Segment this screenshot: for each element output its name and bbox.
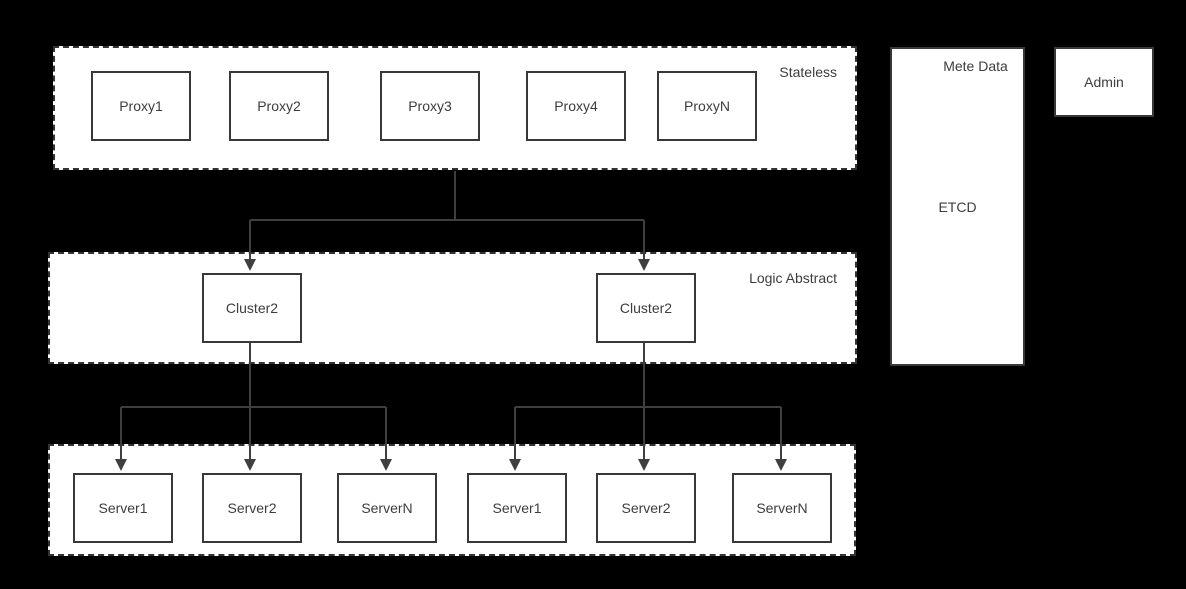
group2-server1-node: Server1 [467, 473, 567, 543]
section-stateless-label: Stateless [779, 64, 837, 80]
group2-server1-label: Server1 [492, 500, 542, 516]
cluster2-node: Cluster2 [596, 273, 696, 343]
cluster1-label: Cluster2 [225, 300, 279, 316]
group2-server2-node: Server2 [596, 473, 696, 543]
meta-data-label: Mete Data [943, 58, 1008, 74]
proxy4-node: Proxy4 [526, 71, 626, 141]
group1-server2-node: Server2 [202, 473, 302, 543]
proxy1-node: Proxy1 [91, 71, 191, 141]
proxy1-label: Proxy1 [119, 98, 163, 114]
proxy3-label: Proxy3 [408, 98, 452, 114]
etcd-node: ETCD [938, 199, 977, 215]
group2-servern-node: ServerN [732, 473, 832, 543]
section-servers: Server1 Server2 ServerN Server1 Server2 … [48, 444, 856, 556]
section-stateless: Stateless Proxy1 Proxy2 Proxy3 Proxy4 Pr… [53, 46, 857, 170]
proxy4-label: Proxy4 [554, 98, 598, 114]
proxy2-node: Proxy2 [229, 71, 329, 141]
group2-server2-label: Server2 [621, 500, 671, 516]
proxyn-label: ProxyN [684, 98, 730, 114]
group1-server1-node: Server1 [73, 473, 173, 543]
section-logic-abstract-label: Logic Abstract [749, 270, 837, 286]
group1-servern-node: ServerN [337, 473, 437, 543]
cluster2-label: Cluster2 [619, 300, 673, 316]
cluster1-node: Cluster2 [202, 273, 302, 343]
admin-label: Admin [1084, 74, 1124, 90]
meta-data-panel: Mete Data ETCD [890, 47, 1025, 366]
proxy2-label: Proxy2 [257, 98, 301, 114]
group2-servern-label: ServerN [756, 500, 808, 516]
group1-servern-label: ServerN [361, 500, 413, 516]
proxy3-node: Proxy3 [380, 71, 480, 141]
proxyn-node: ProxyN [657, 71, 757, 141]
group1-server2-label: Server2 [227, 500, 277, 516]
admin-node: Admin [1054, 47, 1154, 117]
section-logic-abstract: Logic Abstract Cluster2 Cluster2 [48, 252, 857, 364]
group1-server1-label: Server1 [98, 500, 148, 516]
